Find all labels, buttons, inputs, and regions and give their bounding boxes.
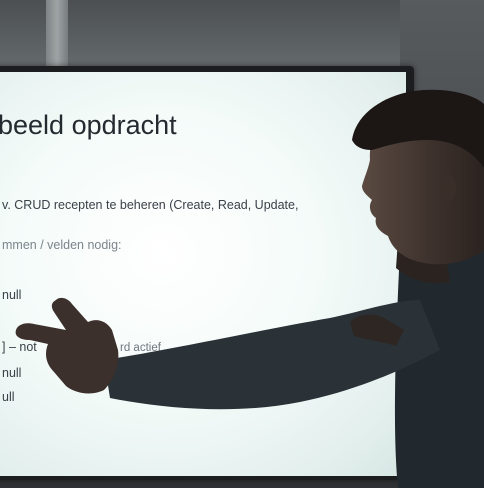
slide-line-not: ] – not	[2, 340, 37, 354]
slide-title: beeld opdracht	[0, 110, 177, 140]
wall-pillar	[46, 0, 68, 70]
slide-line-null-1: null	[2, 288, 22, 302]
slide-line-null-3: ull	[2, 390, 15, 404]
presentation-screen: beeld opdracht v. CRUD recepten te beher…	[0, 72, 406, 476]
slide-line-occluded: rd actief	[120, 342, 161, 354]
arm-sleeve	[104, 300, 440, 410]
slide-line-crud: v. CRUD recepten te beheren (Create, Rea…	[2, 198, 299, 212]
hair	[352, 89, 484, 168]
slide-line-fields: mmen / velden nodig:	[2, 238, 122, 252]
second-hand	[350, 314, 404, 346]
pointing-hand	[15, 297, 119, 394]
slide-line-null-2: null	[2, 366, 22, 380]
ear	[440, 174, 456, 202]
torso	[394, 233, 484, 488]
